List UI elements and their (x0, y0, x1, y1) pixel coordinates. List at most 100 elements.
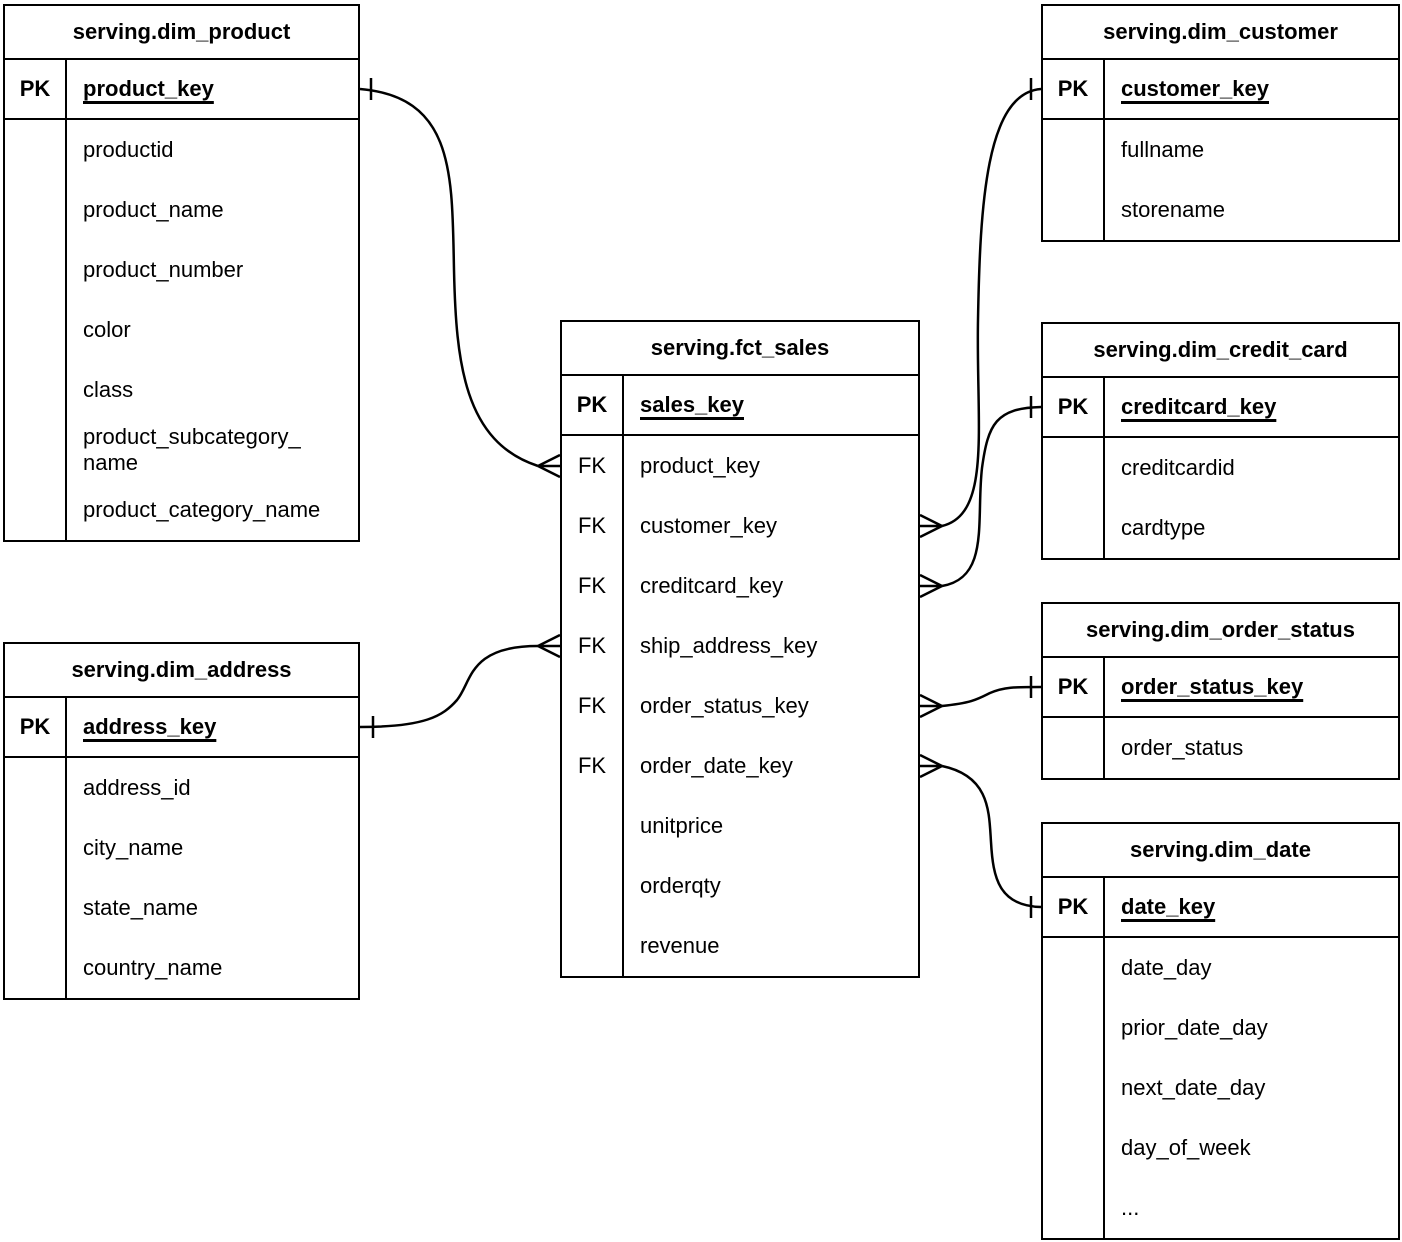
tag-cell (1043, 718, 1105, 778)
rel-sales-to-date (919, 753, 1042, 918)
tag-cell (1043, 180, 1105, 240)
tag-cell (562, 796, 624, 856)
field-name: storename (1121, 197, 1225, 222)
field-name: product_name (83, 197, 224, 222)
pk-field: product_key (83, 76, 214, 101)
field-rows: creditcardid cardtype (1043, 438, 1398, 558)
field-name: next_date_day (1121, 1075, 1266, 1100)
pk-row: PK product_key (5, 60, 358, 120)
field-name: creditcard_key (640, 573, 784, 598)
field-row: next_date_day (1043, 1058, 1398, 1118)
pk-field: address_key (83, 714, 217, 739)
tag-cell (5, 480, 67, 540)
fk-tag: FK (562, 436, 624, 496)
tag-cell (5, 758, 67, 818)
table-title: serving.dim_credit_card (1043, 324, 1398, 378)
tag-cell (1043, 1058, 1105, 1118)
field-row: product_category_name (5, 480, 358, 540)
rel-sales-to-customer (919, 78, 1042, 539)
field-row: productid (5, 120, 358, 180)
crow-foot-icon (919, 753, 943, 779)
tag-cell (1043, 998, 1105, 1058)
crow-foot-icon (919, 573, 943, 599)
field-row: FK product_key (562, 436, 918, 496)
field-name: customer_key (640, 513, 777, 538)
table-fct-sales: serving.fct_sales PK sales_key FK product… (560, 320, 920, 978)
fk-tag: FK (562, 496, 624, 556)
pk-row: PK sales_key (562, 376, 918, 436)
tag-cell (5, 818, 67, 878)
table-dim-date: serving.dim_date PK date_key date_day pr… (1041, 822, 1400, 1240)
field-name: cardtype (1121, 515, 1206, 540)
pk-tag: PK (5, 698, 67, 756)
field-row: creditcardid (1043, 438, 1398, 498)
table-title: serving.dim_address (5, 644, 358, 698)
pk-row: PK address_key (5, 698, 358, 758)
field-row: order_status (1043, 718, 1398, 778)
field-name: city_name (83, 835, 184, 860)
field-rows: order_status (1043, 718, 1398, 778)
pk-tag: PK (562, 376, 624, 434)
pk-row: PK creditcard_key (1043, 378, 1398, 438)
pk-row: PK order_status_key (1043, 658, 1398, 718)
field-row: storename (1043, 180, 1398, 240)
field-name: address_id (83, 775, 191, 800)
field-name: productid (83, 137, 174, 162)
tag-cell (1043, 438, 1105, 498)
rel-sales-to-order-status (919, 676, 1042, 719)
tag-cell (1043, 1118, 1105, 1178)
field-rows: address_id city_name state_name country_… (5, 758, 358, 998)
field-name: class (83, 377, 134, 402)
fk-tag: FK (562, 676, 624, 736)
field-name: country_name (83, 955, 223, 980)
crow-foot-icon (537, 633, 561, 659)
field-name: product_key (640, 453, 760, 478)
field-name: order_status_key (640, 693, 809, 718)
field-name: orderqty (640, 873, 721, 898)
field-row: address_id (5, 758, 358, 818)
pk-tag: PK (1043, 878, 1105, 936)
field-name: state_name (83, 895, 198, 920)
field-row: cardtype (1043, 498, 1398, 558)
fk-tag: FK (562, 616, 624, 676)
field-row: prior_date_day (1043, 998, 1398, 1058)
tag-cell (1043, 1178, 1105, 1238)
tag-cell (5, 120, 67, 180)
field-name: product_subcategory_ name (83, 424, 301, 475)
tag-cell (562, 916, 624, 976)
tag-cell (5, 360, 67, 420)
tag-cell (5, 300, 67, 360)
tag-cell (5, 420, 67, 480)
field-row: FK customer_key (562, 496, 918, 556)
tag-cell (1043, 120, 1105, 180)
field-row: country_name (5, 938, 358, 998)
field-row: product_subcategory_ name (5, 420, 358, 480)
field-name: revenue (640, 933, 720, 958)
field-name: unitprice (640, 813, 724, 838)
field-row: orderqty (562, 856, 918, 916)
field-name: color (83, 317, 131, 342)
pk-row: PK customer_key (1043, 60, 1398, 120)
pk-tag: PK (1043, 60, 1105, 118)
field-name: prior_date_day (1121, 1015, 1268, 1040)
field-rows: date_day prior_date_day next_date_day da… (1043, 938, 1398, 1238)
table-title: serving.fct_sales (562, 322, 918, 376)
rel-address-to-sales (359, 633, 561, 738)
rel-sales-to-credit-card (919, 396, 1042, 599)
tag-cell (5, 938, 67, 998)
tag-cell (1043, 498, 1105, 558)
table-title: serving.dim_date (1043, 824, 1398, 878)
field-name: fullname (1121, 137, 1205, 162)
field-row: class (5, 360, 358, 420)
crow-foot-icon (919, 693, 943, 719)
field-row: color (5, 300, 358, 360)
field-row: ... (1043, 1178, 1398, 1238)
field-name: creditcardid (1121, 455, 1235, 480)
crow-foot-icon (537, 453, 561, 479)
field-row: date_day (1043, 938, 1398, 998)
fk-tag: FK (562, 736, 624, 796)
field-name: order_status (1121, 735, 1244, 760)
